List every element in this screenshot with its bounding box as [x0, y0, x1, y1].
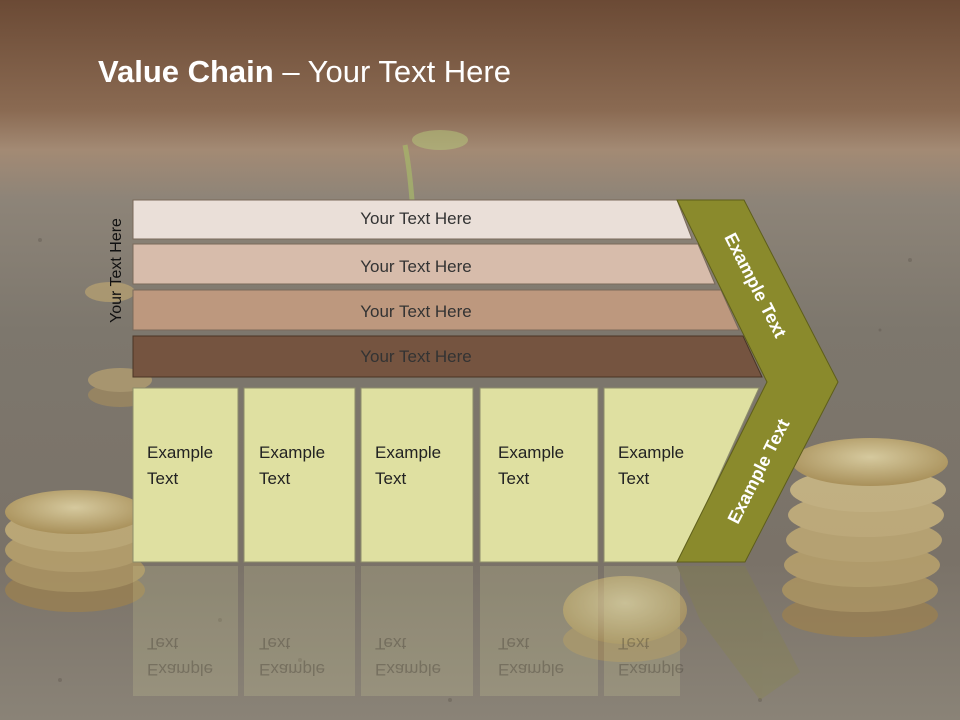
chevron-arrow	[676, 199, 839, 563]
bar-2	[132, 243, 716, 285]
column-3	[360, 387, 474, 563]
slide-title-rest: – Your Text Here	[273, 54, 511, 89]
bar-3	[132, 289, 740, 331]
column-4	[479, 387, 599, 563]
slide-title: Value Chain – Your Text Here	[98, 54, 511, 90]
bar-1	[132, 199, 693, 240]
column-2	[243, 387, 356, 563]
column-1-reflection: Example Text	[147, 634, 214, 679]
bar-2-label: Your Text Here	[360, 257, 472, 276]
column-4-reflection: Example Text	[498, 634, 565, 679]
column-3-reflection: Example Text	[375, 634, 442, 679]
bar-1-label: Your Text Here	[360, 209, 472, 228]
column-2-reflection: Example Text	[259, 634, 326, 679]
column-5-label: Example Text	[618, 443, 685, 488]
column-5-reflection: Example Text	[618, 634, 685, 679]
column-4-label: Example Text	[498, 443, 565, 488]
slide-title-bold: Value Chain	[98, 54, 274, 89]
bar-4-label: Your Text Here	[360, 347, 472, 366]
column-1-label: Example Text	[147, 443, 214, 488]
bar-4	[132, 335, 763, 378]
column-1	[132, 387, 239, 563]
bar-3-label: Your Text Here	[360, 302, 472, 321]
column-2-label: Example Text	[259, 443, 326, 488]
column-3-label: Example Text	[375, 443, 442, 488]
